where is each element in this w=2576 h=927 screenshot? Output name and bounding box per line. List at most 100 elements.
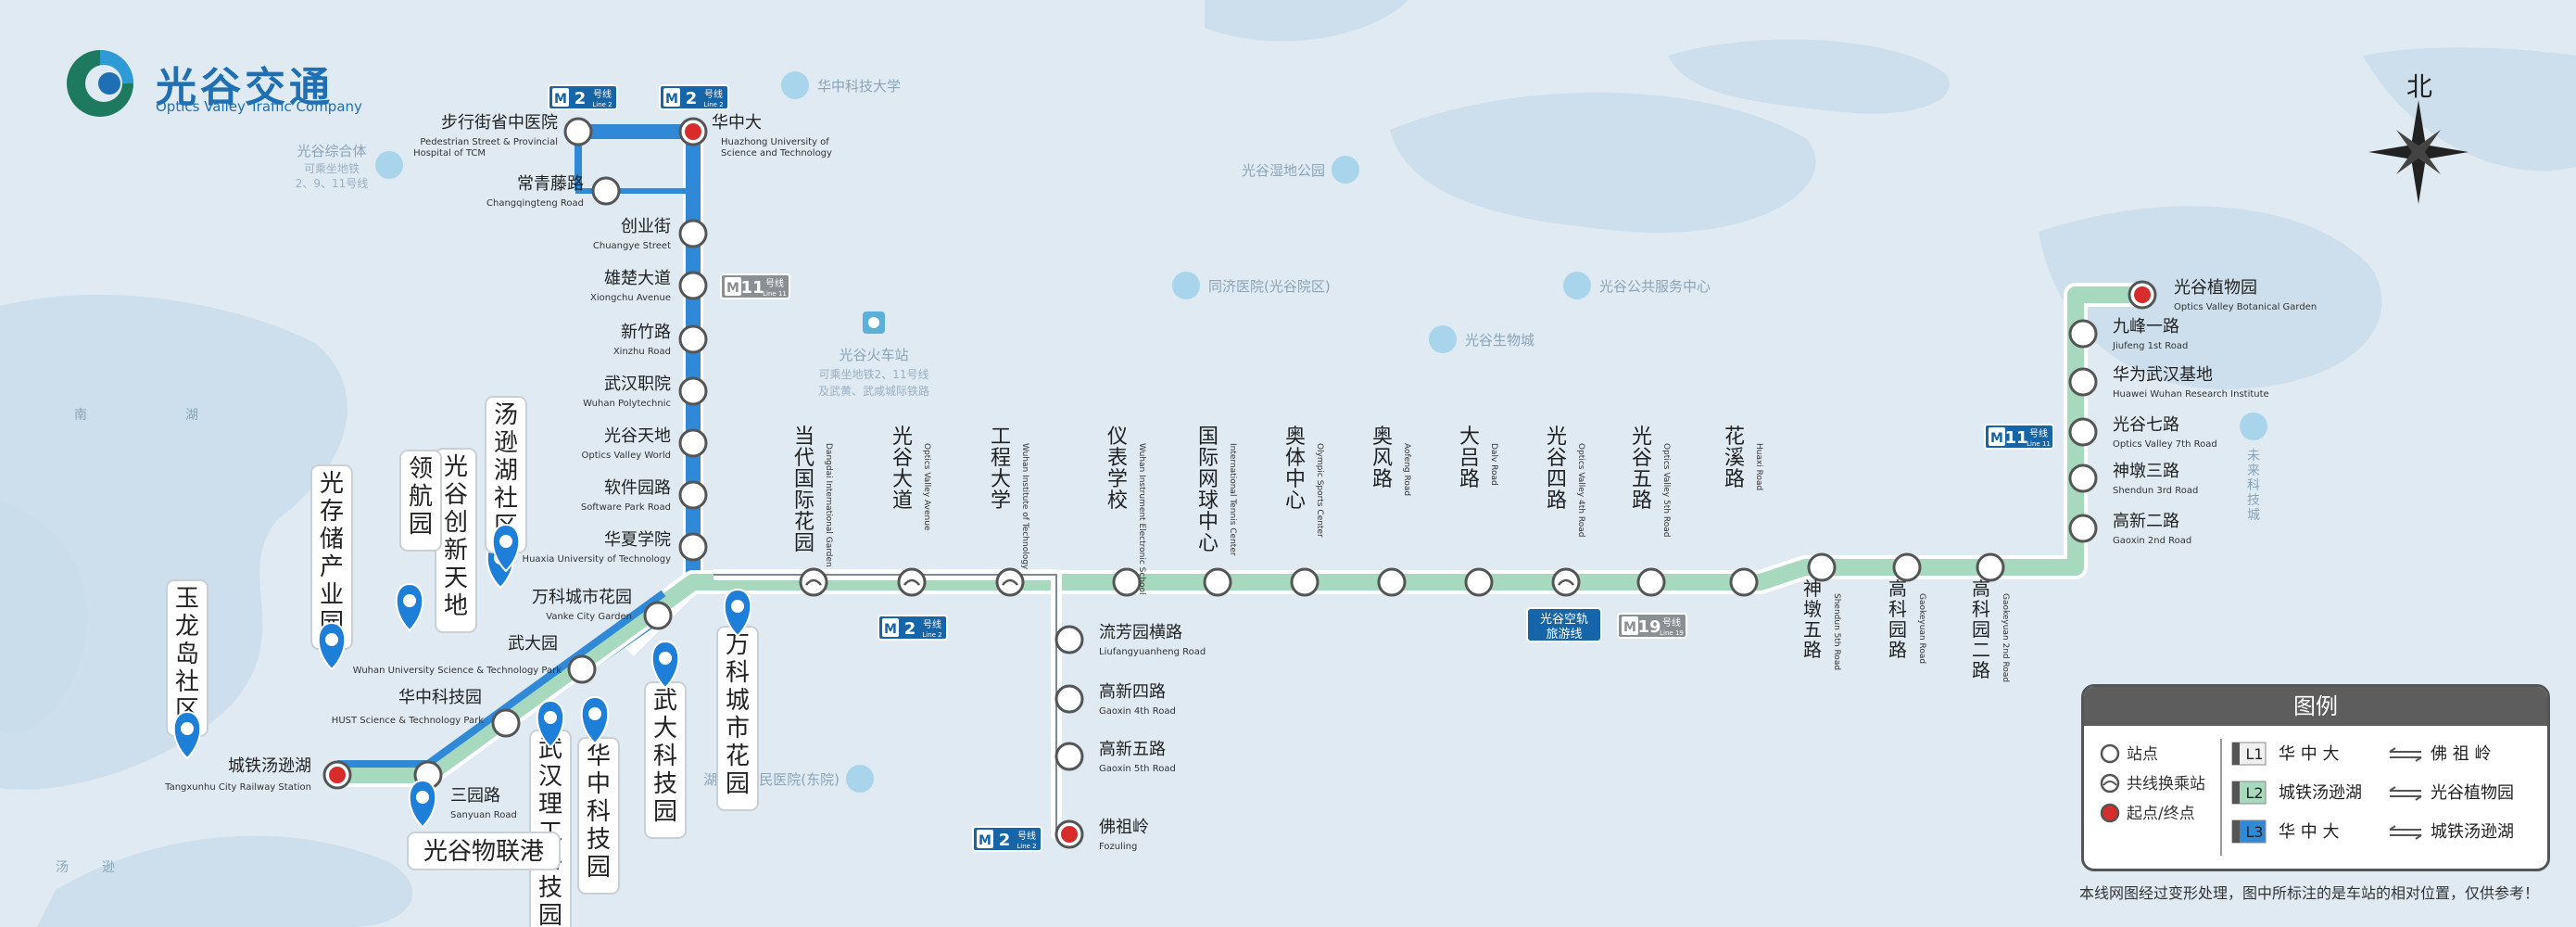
station-name-en: Optics Valley 4th Road [1576,443,1585,537]
station-name: 奥风路 [1372,425,1393,491]
svg-text:心: 心 [1285,489,1306,513]
svg-text:奥: 奥 [1372,425,1393,449]
station-name: 光谷植物园 [2174,278,2257,298]
svg-text:花: 花 [1724,425,1745,449]
metro-icon [725,277,741,296]
station-name-en: Liufangyuanheng Road [1099,647,1206,657]
svg-text:神: 神 [1803,578,1822,600]
svg-text:城: 城 [2247,508,2260,523]
pin-label-box [407,832,561,870]
station-blue [563,117,593,146]
metro-number: 2 [686,89,698,108]
water-label-3: 逊 [102,860,115,875]
svg-text:技: 技 [2247,493,2260,508]
station-name: 华为武汉基地 [2113,365,2213,385]
pin-label: 光谷物联港 [423,838,544,866]
station-name: 雄楚大道 [604,269,671,288]
station-name-en: Gaoxin 2nd Road [2113,536,2191,546]
metro-number: 19 [1637,617,1661,637]
station-name-en: Huaxia University of Technology [523,554,672,565]
svg-text:园: 园 [726,770,750,798]
pin-label: 武汉理工科技园 [538,735,562,927]
svg-text:墩: 墩 [1803,598,1822,620]
svg-text:光: 光 [892,425,913,449]
station-name-en: Xiongchu Avenue [590,293,671,303]
svg-text:道: 道 [892,489,913,513]
landmark-dot [375,151,403,179]
station-name-en: Gaokeyuan 2nd Road [2001,593,2010,682]
svg-text:城: 城 [726,687,750,715]
station-name-en: Chuangye Street [593,241,671,251]
brand-name-en: Optics Valley Traffic Company [156,98,362,115]
station-east-right [2068,319,2098,349]
svg-text:花: 花 [794,511,814,534]
station-name: 大吕路 [1459,425,1480,491]
station-trunk [322,760,352,790]
metro-icon [882,618,899,637]
station-trunk [491,708,521,738]
metro-cn: 号线 [1662,616,1681,629]
landmark-dot [1563,272,1591,299]
station-name-en: Gaoxin 4th Road [1099,706,1176,717]
svg-text:科: 科 [726,659,750,687]
water-area-4 [2039,206,2382,389]
water-label-2: 汤 [56,860,69,875]
svg-text:汉: 汉 [538,763,562,791]
station-name-en: Vanke City Garden [546,612,632,622]
station-green [1636,567,1666,597]
disclaimer-note: 本线网图经过变形处理，图中所标注的是车站的相对位置，仅供参考！ [2079,884,2540,902]
legend-route-from: 华 中 大 [2279,744,2339,764]
station-name: 常青藤路 [517,174,584,194]
water-area-1 [37,835,413,927]
legend-route-to: 佛 祖 岭 [2431,744,2491,764]
legend-title: 图例 [2084,687,2547,726]
svg-text:国: 国 [1198,425,1219,449]
svg-text:路: 路 [1547,489,1567,513]
station-name-en: Jiufeng 1st Road [2112,341,2188,351]
svg-text:技: 技 [587,826,611,854]
metro-icon [663,88,680,107]
landmark: 光谷公共服务中心 [1563,272,1711,299]
landmark: 光谷生物城 [1429,325,1534,353]
landmark-name: 华中科技大学 [817,78,901,95]
station-green [1464,567,1494,597]
svg-text:路: 路 [1372,468,1393,491]
svg-text:大: 大 [892,468,913,491]
station-name-en: Huawei Wuhan Research Institute [2113,389,2269,400]
legend-terminal: 起点/终点 [2127,805,2195,823]
svg-text:光: 光 [1547,425,1567,449]
landmark-name: 光谷湿地公园 [1242,162,1325,179]
station-name-en: Optics Valley 7th Road [2113,439,2217,450]
landmark-name: 光谷火车站 [839,347,908,363]
station-name-en: Gaokeyuan Road [1917,593,1926,664]
svg-text:储: 储 [320,526,344,553]
station-name: 城铁汤逊湖 [228,756,311,776]
metro-en: Line 11 [2027,440,2051,448]
legend-route-from: 城铁汤逊湖 [2279,783,2362,803]
svg-text:园: 园 [1888,618,1907,641]
landmark-name: 光谷生物城 [1465,332,1534,349]
station-name-en: Science and Technology [721,148,832,159]
svg-text:程: 程 [991,447,1011,470]
metro-en: Line 2 [703,101,723,108]
metro-letter: M [726,281,739,296]
svg-text:学: 学 [1107,468,1128,491]
svg-text:际: 际 [794,489,814,513]
station-green [1551,567,1581,597]
landmark-dot [1332,156,1359,184]
metro-icon [1622,616,1638,635]
station-name: 新竹路 [621,323,671,342]
